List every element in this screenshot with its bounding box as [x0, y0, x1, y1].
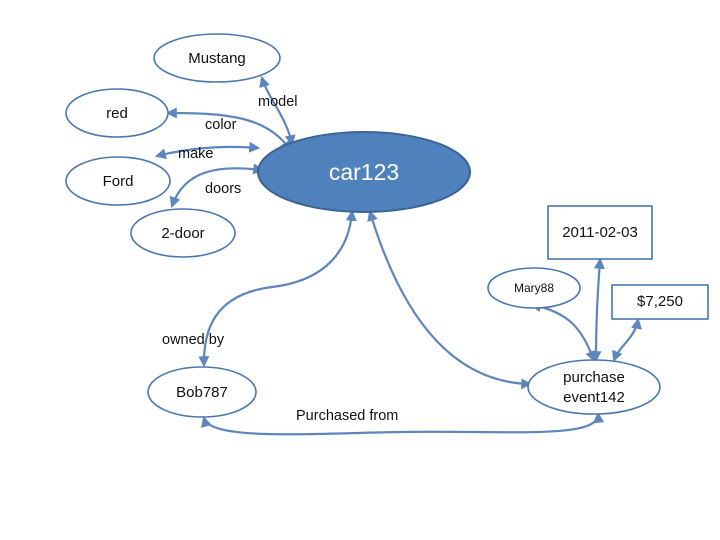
node-ford[interactable]: Ford	[65, 156, 171, 206]
edge-label-purchased-from: Purchased from	[296, 408, 398, 424]
svg-text:purchase: purchase	[563, 369, 625, 386]
node-bob787[interactable]: Bob787	[147, 366, 257, 418]
node-2-door[interactable]: 2-door	[130, 208, 236, 258]
edge-color	[165, 107, 292, 152]
node-date[interactable]: 2011-02-03	[547, 205, 653, 260]
edge-purchase-mary	[529, 301, 596, 363]
edge-purchased-from	[201, 411, 605, 436]
edge-make	[154, 141, 261, 160]
node-mustang[interactable]: Mustang	[153, 33, 281, 83]
svg-text:Mustang: Mustang	[188, 50, 246, 67]
edge-label-color: color	[205, 117, 237, 133]
svg-text:Ford: Ford	[103, 173, 134, 190]
svg-text:red: red	[106, 105, 128, 122]
node-car123[interactable]: car123	[257, 131, 471, 213]
edge-doors	[169, 163, 265, 209]
edge-label-model: model	[258, 94, 298, 110]
edge-purchase-price	[612, 317, 642, 363]
svg-text:Mary88: Mary88	[514, 281, 554, 295]
edge-owned-by	[198, 209, 357, 368]
node-mary88[interactable]: Mary88	[487, 267, 581, 309]
node-price[interactable]: $7,250	[611, 284, 709, 320]
edge-purchase-date	[590, 257, 605, 363]
edge-label-doors: doors	[205, 181, 241, 197]
svg-text:2-door: 2-door	[161, 225, 204, 242]
node-red[interactable]: red	[65, 88, 169, 138]
svg-text:2011-02-03: 2011-02-03	[562, 224, 638, 241]
edge-car-purchase	[367, 209, 533, 390]
svg-text:car123: car123	[329, 159, 399, 185]
svg-text:event142: event142	[563, 389, 625, 406]
edge-label-make: make	[178, 146, 213, 162]
svg-text:Bob787: Bob787	[176, 384, 228, 401]
svg-text:$7,250: $7,250	[637, 293, 683, 310]
edge-label-owned-by: owned by	[162, 332, 225, 348]
node-purchase-event[interactable]: purchase event142	[527, 359, 661, 415]
